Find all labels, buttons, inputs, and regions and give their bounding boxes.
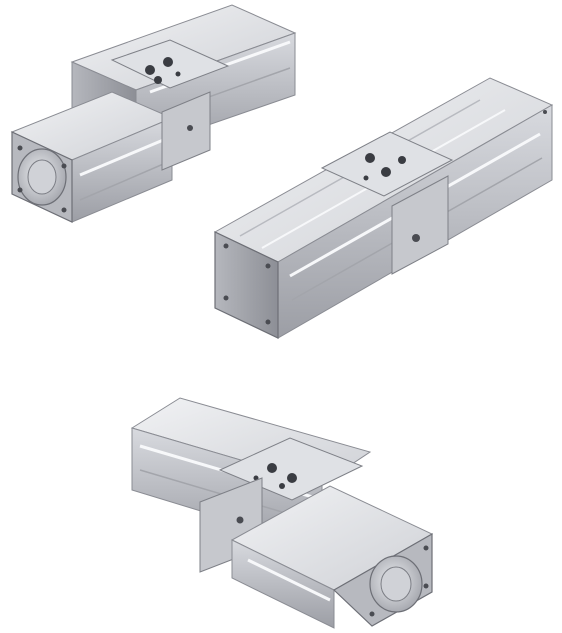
actuator-1 xyxy=(10,4,297,223)
actuator-2 xyxy=(213,77,554,339)
actuator-3 xyxy=(130,397,434,629)
